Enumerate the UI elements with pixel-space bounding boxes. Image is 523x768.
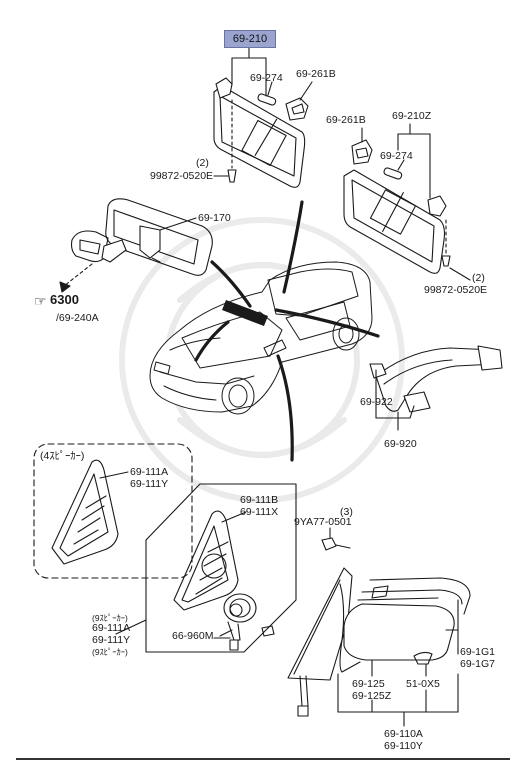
label-speaker9-top: (9ｽﾋﾟｰｶｰ) <box>92 613 128 623</box>
label-speaker9-bottom: (9ｽﾋﾟｰｶｰ) <box>92 647 128 657</box>
label-bolt-left[interactable]: 99872-0520E <box>150 170 214 182</box>
leaders-mirror <box>337 599 459 727</box>
label-69-920[interactable]: 69-920 <box>384 438 417 450</box>
header-part-label[interactable]: 69-210 <box>224 30 276 48</box>
label-69-110y[interactable]: 69-110Y <box>384 740 423 752</box>
label-qty-right: (2) <box>472 272 485 284</box>
label-69-261b-right[interactable]: 69-261B <box>326 114 366 126</box>
trim-9-speaker <box>173 510 247 611</box>
label-51-0x5[interactable]: 51-0X5 <box>406 678 440 690</box>
label-speaker4: (4ｽﾋﾟｰｶｰ) <box>40 450 85 462</box>
speaker9-box <box>145 483 297 653</box>
holder-69-261b-top <box>285 81 313 121</box>
bottom-rule <box>16 758 510 760</box>
label-69-1g1[interactable]: 69-1G1 <box>460 646 496 658</box>
thick-leaders <box>194 200 380 462</box>
label-bolt-right[interactable]: 99872-0520E <box>424 284 488 296</box>
sun-visor-right <box>343 169 451 274</box>
label-69-170[interactable]: 69-170 <box>198 212 231 224</box>
leader-69-210 <box>231 46 267 97</box>
screw-9ya77 <box>321 527 351 551</box>
label-69-111a-left[interactable]: 69-111A <box>92 622 131 634</box>
header-part-text: 69-210 <box>232 33 268 45</box>
label-69-922[interactable]: 69-922 <box>360 396 393 408</box>
tweeter-speaker <box>213 593 275 651</box>
door-mirror <box>287 567 471 717</box>
label-66-960m[interactable]: 66-960M <box>172 630 214 642</box>
holder-69-261b-right <box>351 127 373 165</box>
clip-69-274-left <box>257 81 277 106</box>
leader-bolt-right <box>449 267 471 281</box>
pointing-hand-icon: ☞ <box>34 293 47 309</box>
clip-69-274-right <box>383 159 405 180</box>
label-69-111y-box[interactable]: 69-111Y <box>130 478 169 490</box>
trim-4-speaker <box>51 459 129 565</box>
grab-handle <box>369 345 503 413</box>
label-qty-screw: (3) <box>340 506 353 518</box>
label-69-125[interactable]: 69-125 <box>352 678 385 690</box>
sun-visor-left <box>213 77 306 188</box>
label-69-274-right[interactable]: 69-274 <box>380 150 413 162</box>
car-body <box>149 261 373 415</box>
label-69-111a-box[interactable]: 69-111A <box>130 466 169 478</box>
leader-69-922 <box>375 369 415 419</box>
rear-view-mirror <box>70 198 213 276</box>
leader-66-960m <box>219 629 233 637</box>
label-69-110a[interactable]: 69-110A <box>384 728 423 740</box>
label-69-125z[interactable]: 69-125Z <box>352 690 392 702</box>
interior-mirror-marker <box>222 300 268 326</box>
label-69-240a[interactable]: /69-240A <box>56 312 99 324</box>
label-9ya77-0501[interactable]: 9YA77-0501 <box>294 516 352 528</box>
label-69-274-top[interactable]: 69-274 <box>250 72 283 84</box>
leader-69-111a-left <box>115 619 147 635</box>
leader-69-210z <box>397 123 431 199</box>
label-69-1g7[interactable]: 69-1G7 <box>460 658 496 670</box>
label-69-210z[interactable]: 69-210Z <box>392 110 432 122</box>
label-6300[interactable]: 6300 <box>50 292 79 307</box>
label-qty-left: (2) <box>196 157 209 169</box>
label-69-111b[interactable]: 69-111B <box>240 494 279 506</box>
label-69-111y-left[interactable]: 69-111Y <box>92 634 131 646</box>
arrow-to-6300 <box>59 263 93 293</box>
label-69-111x[interactable]: 69-111X <box>240 506 279 518</box>
speaker4-box <box>33 443 193 579</box>
label-69-261b-top[interactable]: 69-261B <box>296 68 336 80</box>
